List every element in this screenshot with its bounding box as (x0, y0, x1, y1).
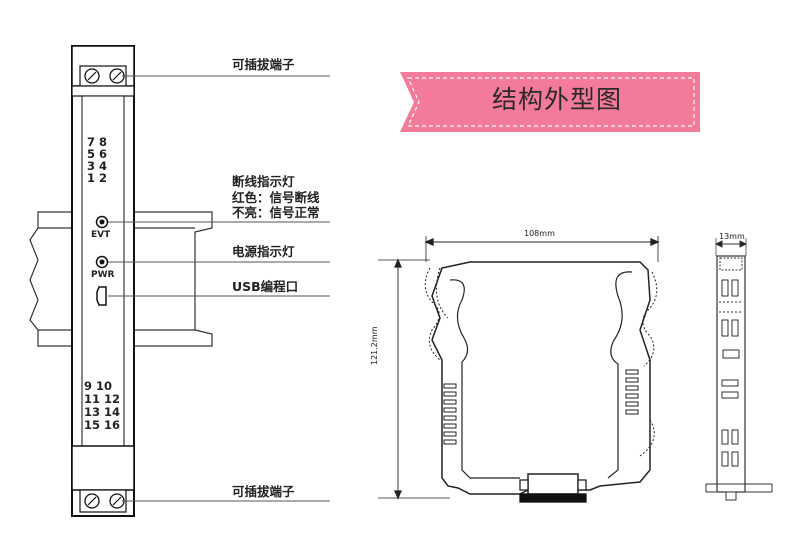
fault-led-title: 断线指示灯 (232, 174, 295, 189)
pin-row-4: 1 2 (87, 171, 108, 185)
pin-row-3: 3 4 (87, 159, 108, 173)
pin-row-7: 13 14 (84, 405, 121, 419)
height-dimension-label: 121.2mm (370, 326, 379, 366)
pwr-label: PWR (91, 270, 115, 280)
pin-row-6: 11 12 (84, 392, 121, 406)
thickness-dimension-label: 13mm (719, 232, 745, 241)
title-banner (400, 72, 700, 132)
module-front (71, 45, 135, 517)
pin-row-5: 9 10 (84, 379, 113, 393)
end-view (705, 238, 773, 501)
pin-row-2: 5 6 (87, 147, 108, 161)
pin-row-1: 7 8 (87, 135, 108, 149)
width-dimension-label: 108mm (524, 229, 555, 238)
banner-title: 结构外型图 (491, 85, 622, 114)
bottom-screw-right (109, 493, 125, 509)
bottom-terminal-label: 可插拔端子 (232, 484, 295, 499)
top-screw-right (109, 68, 125, 84)
top-screw-left (84, 68, 100, 84)
fault-led-off-label: 不亮：信号正常 (232, 205, 320, 220)
evt-label: EVT (91, 230, 111, 240)
top-terminal-label: 可插拔端子 (232, 57, 295, 72)
side-profile (378, 236, 660, 503)
usb-port-icon (96, 286, 107, 306)
bottom-screw-left (84, 493, 100, 509)
callout-lines (108, 75, 330, 502)
pin-row-8: 15 16 (84, 418, 121, 432)
power-led-label: 电源指示灯 (232, 244, 295, 259)
usb-port-label: USB编程口 (232, 279, 299, 294)
fault-led-red-label: 红色：信号断线 (232, 190, 320, 205)
